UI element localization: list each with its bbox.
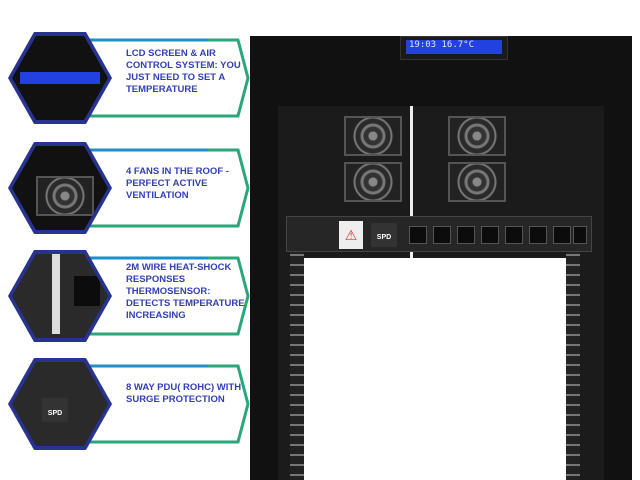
pdu-strip: ⚠ SPD	[286, 216, 592, 252]
sensor-wire	[410, 106, 413, 296]
feature-fans: 4 FANS IN THE ROOF - PERFECT ACTIVE VENT…	[8, 142, 250, 234]
warning-icon: ⚠	[339, 221, 363, 249]
lcd-display: 19:03 16.7°C	[406, 40, 502, 54]
server-rack: 19:03 16.7°C ⚠ SPD	[250, 36, 632, 480]
spd-indicator: SPD	[371, 223, 397, 247]
feature-text: 2M WIRE HEAT-SHOCK RESPONSES THERMOSENSO…	[126, 262, 245, 321]
fan	[448, 162, 506, 202]
fan	[344, 116, 402, 156]
thermosensor-icon	[12, 254, 108, 338]
fan	[448, 116, 506, 156]
feature-lcd: LCD SCREEN & AIR CONTROL SYSTEM: YOU JUS…	[8, 32, 250, 124]
feature-text: 4 FANS IN THE ROOF - PERFECT ACTIVE VENT…	[126, 166, 229, 201]
feature-text: LCD SCREEN & AIR CONTROL SYSTEM: YOU JUS…	[126, 48, 241, 95]
feature-text: 8 WAY PDU( ROHC) WITH SURGE PROTECTION	[126, 382, 242, 405]
fan	[344, 162, 402, 202]
lcd-controller-icon	[12, 36, 108, 120]
fan-icon	[12, 146, 108, 230]
feature-sensor: 2M WIRE HEAT-SHOCK RESPONSES THERMOSENSO…	[8, 250, 250, 342]
pdu-icon: SPD	[12, 362, 108, 446]
feature-pdu: 8 WAY PDU( ROHC) WITH SURGE PROTECTION S…	[8, 358, 250, 450]
